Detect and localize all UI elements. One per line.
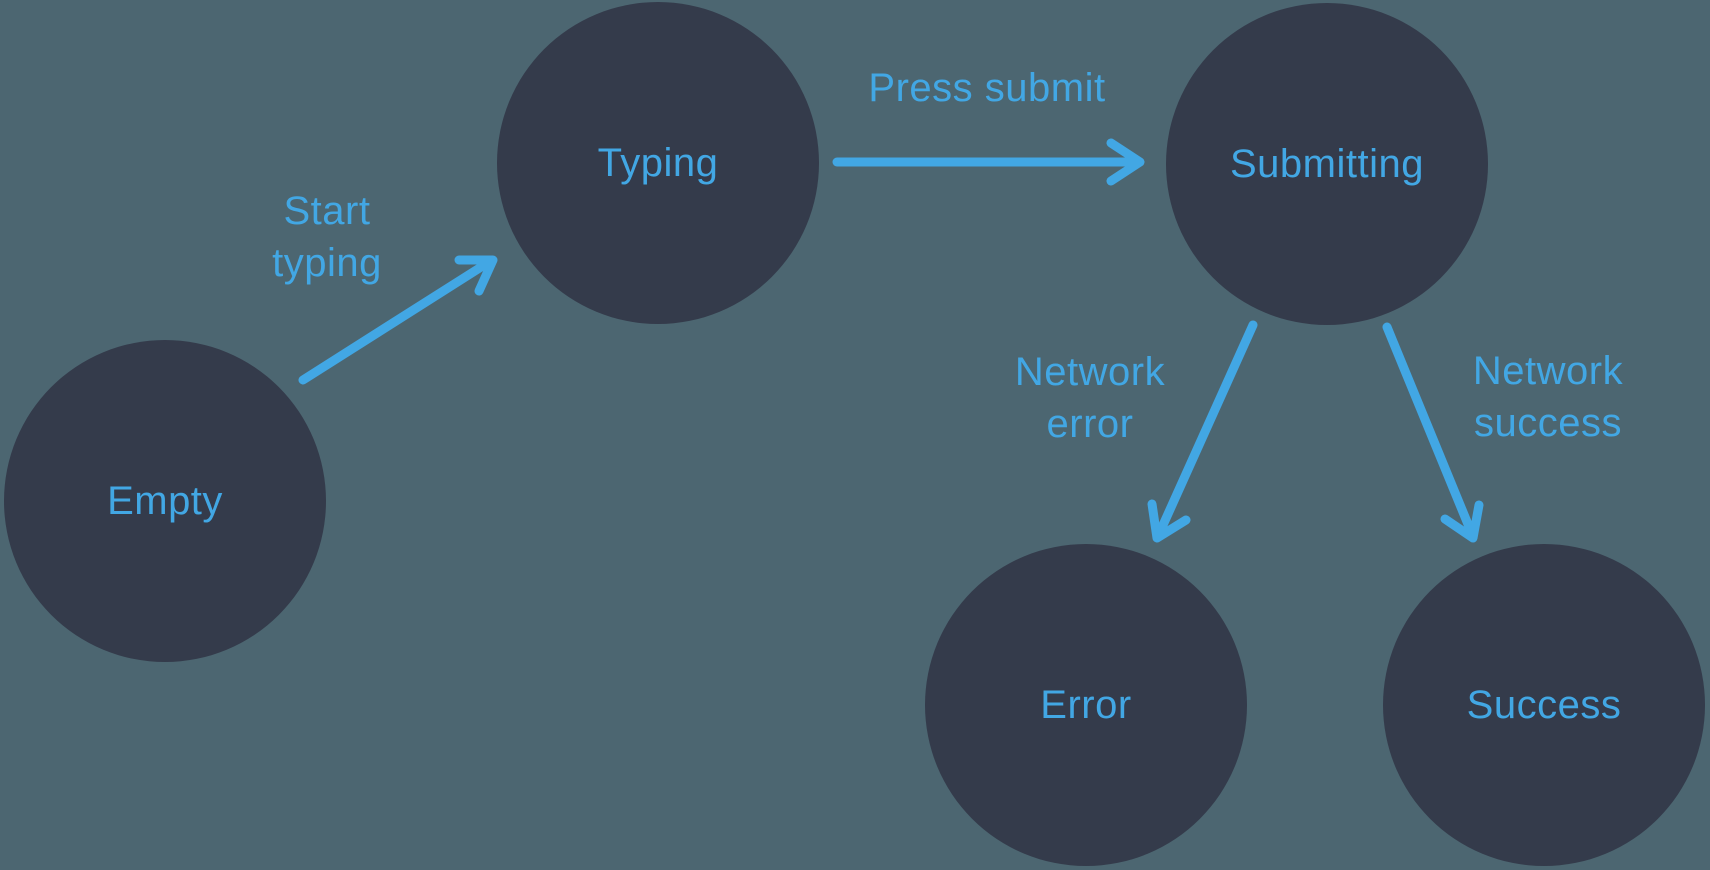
state-error: Error (925, 544, 1247, 866)
transition-label-line: success (1473, 401, 1622, 445)
state-success: Success (1383, 544, 1705, 866)
transition-label-network-error: Network error (1015, 346, 1165, 450)
transition-label-press-submit: Press submit (868, 62, 1105, 114)
arrow-press-submit (832, 138, 1145, 186)
state-empty-label: Empty (107, 478, 223, 523)
arrow-network-error (1147, 320, 1258, 543)
state-error-label: Error (1040, 682, 1132, 727)
state-submitting-label: Submitting (1230, 141, 1424, 186)
arrow-network-success (1382, 322, 1484, 543)
transition-label-line: Network (1014, 350, 1166, 394)
transition-label-line: Press submit (868, 66, 1106, 110)
state-submitting: Submitting (1166, 3, 1488, 325)
transition-label-network-success: Network success (1473, 345, 1623, 449)
state-empty: Empty (4, 340, 326, 662)
transition-label-start-typing: Start typing (272, 185, 382, 289)
transition-label-line: typing (272, 241, 382, 285)
state-typing: Typing (497, 2, 819, 324)
transition-label-line: Start (283, 189, 371, 233)
state-success-label: Success (1466, 682, 1622, 727)
transition-label-line: error (1046, 402, 1134, 446)
arrow-start-typing (298, 255, 498, 385)
transition-label-line: Network (1472, 349, 1624, 393)
state-typing-label: Typing (597, 140, 719, 185)
